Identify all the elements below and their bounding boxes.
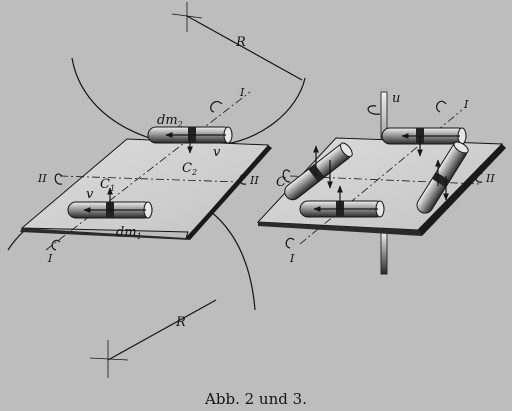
cylinder-dm2 [147, 126, 233, 154]
rotation-arrow-u [367, 105, 381, 115]
velocity-label-upper: v [213, 145, 221, 160]
rotation-arrow-I-bottom-fig3 [285, 237, 295, 249]
axis-I-fig2 [45, 91, 251, 251]
label-C1: C1 [100, 177, 115, 193]
lower-center-mark [89, 299, 217, 378]
cylinder-right-fig3 [416, 141, 469, 214]
cylinder-lower-fig3 [299, 185, 385, 218]
axis-label-I-bottom: I [47, 252, 53, 265]
rotation-arrow-I-top-fig3 [436, 100, 447, 113]
figure-2: R R I II II I [7, 2, 306, 378]
figure-3: u I II I [256, 91, 506, 275]
cylinder-dm1 [67, 187, 153, 219]
axis-label-II-left: II [37, 172, 47, 185]
rotation-arrow-II-right [239, 174, 247, 185]
axis-I-fig3 [299, 109, 463, 245]
axis-label-I-bottom-fig3: I [289, 252, 295, 265]
label-C-left: C [276, 175, 286, 190]
axis-label-II-right-fig3: II [485, 172, 495, 185]
rotation-arrow-II-left [54, 173, 63, 185]
radius-label-lower: R [175, 315, 186, 330]
rotation-arrow-II-right-fig3 [475, 172, 483, 183]
label-u: u [392, 91, 400, 106]
rotation-arrow-I-top [210, 100, 223, 113]
mass-label-dm2: dm2 [157, 113, 183, 129]
figure-caption: Abb. 2 und 3. [204, 390, 307, 408]
mass-label-dm1: dm1 [116, 225, 142, 241]
radius-label-upper: R [235, 35, 246, 50]
axis-label-I-top: I [239, 86, 245, 99]
rotation-arrow-I-bottom [51, 239, 61, 251]
axis-label-I-top-fig3: I [463, 98, 469, 111]
axis-label-II-right: II [249, 174, 259, 187]
cylinder-upper-fig3 [381, 127, 467, 157]
axis-II-fig2 [59, 175, 241, 183]
upper-center-mark [171, 2, 303, 81]
label-C2: C2 [182, 161, 197, 177]
rotation-arrow-C-left [282, 169, 291, 183]
plate-fig2 [20, 138, 272, 240]
velocity-label-lower: v [86, 187, 94, 202]
